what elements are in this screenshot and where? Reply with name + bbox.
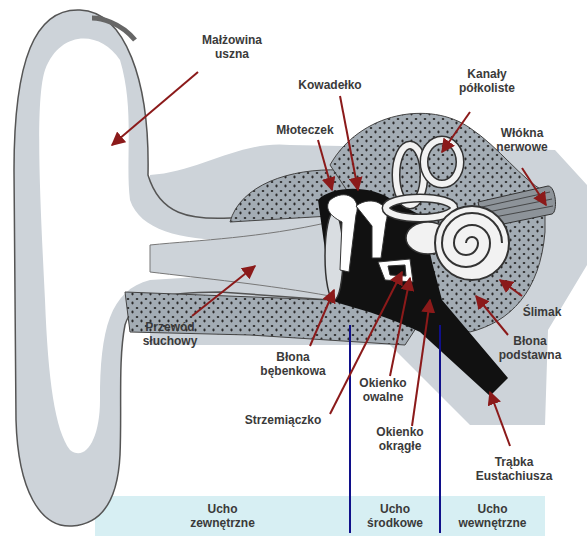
- part-label: Ślimak: [507, 305, 577, 319]
- region-band: Ucho środkowe: [350, 496, 440, 536]
- part-label: Włókna nerwowe: [489, 126, 555, 154]
- part-label: Strzemiączko: [233, 413, 333, 427]
- part-label: Trąbka Eustachiusza: [466, 455, 562, 483]
- auricle-rim: [92, 18, 135, 40]
- malleus: [328, 195, 358, 272]
- part-label: Okienko okrągłe: [367, 425, 433, 453]
- cochlea: [435, 206, 509, 280]
- ear-canal: [150, 222, 330, 296]
- cochlea-spiral: [442, 213, 502, 267]
- stapes: [378, 259, 413, 282]
- region-label: Ucho środkowe: [363, 502, 427, 530]
- part-label: Kanały półkoliste: [452, 67, 522, 95]
- region-band: Ucho wewnętrzne: [440, 496, 545, 536]
- part-label: Przewód słuchowy: [132, 320, 208, 348]
- part-label: Okienko owalne: [352, 376, 414, 404]
- region-divider: [439, 325, 441, 533]
- auricle: [14, 10, 330, 526]
- part-label: Małżowina uszna: [192, 33, 272, 61]
- leader-arrows: [112, 72, 546, 446]
- region-divider: [349, 325, 351, 533]
- part-label: Błona bębenkowa: [255, 350, 331, 378]
- region-band: Ucho zewnętrzne: [95, 496, 350, 536]
- part-label: Młoteczek: [260, 123, 350, 137]
- part-label: Błona podstawna: [492, 334, 568, 362]
- region-label: Ucho wewnętrzne: [453, 502, 533, 530]
- part-label: Kowadełko: [285, 78, 375, 92]
- region-label: Ucho zewnętrzne: [183, 502, 263, 530]
- semicircular-canals: [386, 140, 460, 218]
- middle-ear-cavity: [318, 189, 508, 396]
